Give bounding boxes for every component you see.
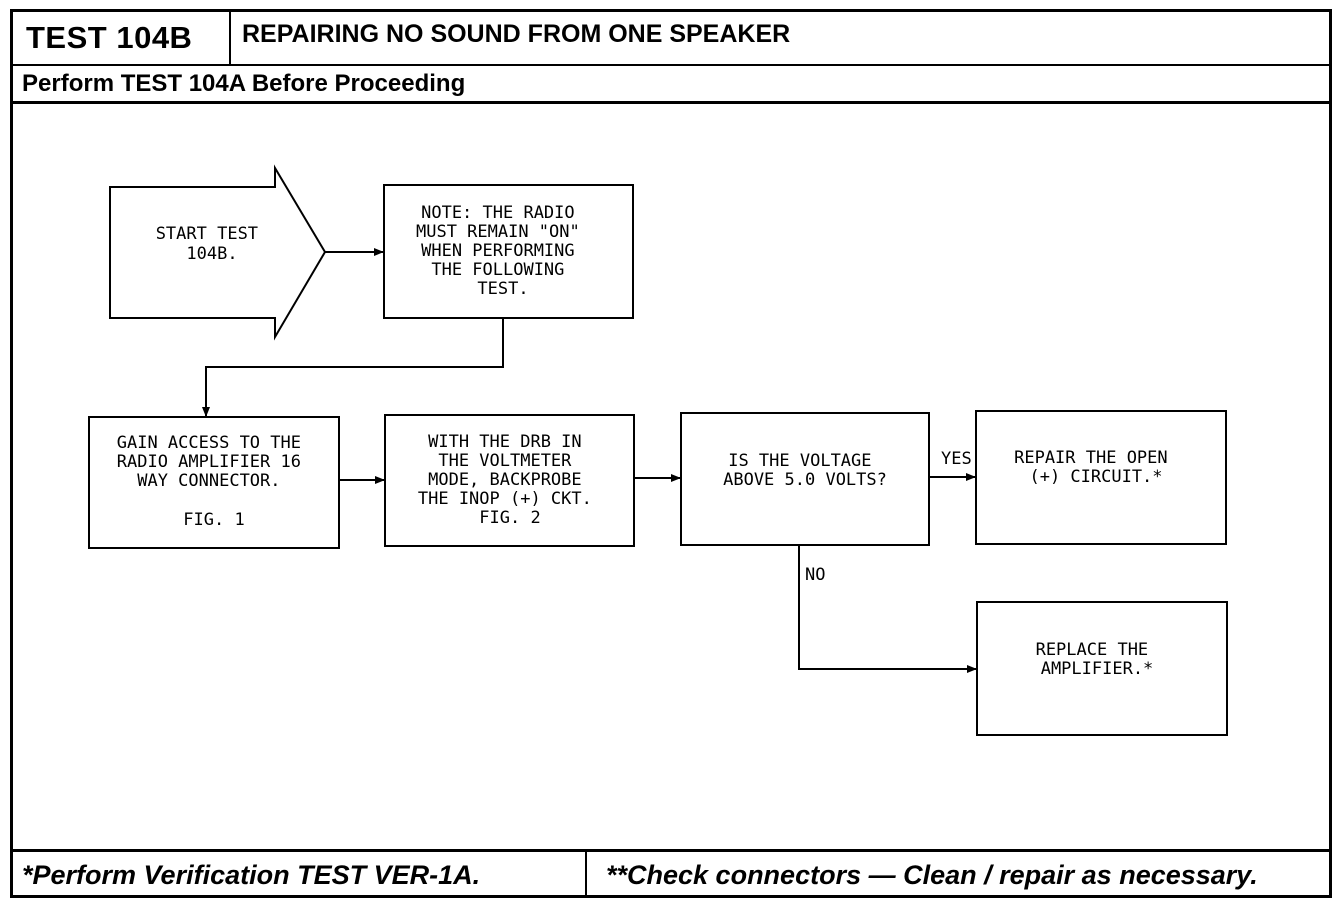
edge-label-yes: YES: [941, 449, 972, 469]
start-arrow-shape: [109, 164, 327, 341]
footer-divider-vertical: [585, 849, 587, 898]
repair-open-text: REPAIR THE OPEN (+) CIRCUIT.*: [1014, 448, 1178, 487]
edge-decision-no: [798, 545, 977, 673]
footer-divider: [10, 849, 1332, 852]
replace-amplifier-text: REPLACE THE AMPLIFIER.*: [1036, 640, 1159, 679]
footer-note-verification: *Perform Verification TEST VER-1A.: [22, 860, 481, 890]
page-title: REPAIRING NO SOUND FROM ONE SPEAKER: [242, 20, 791, 48]
decision-text: IS THE VOLTAGE ABOVE 5.0 VOLTS?: [723, 451, 887, 490]
test-id: TEST 104B: [26, 20, 193, 55]
page-subtitle: Perform TEST 104A Before Proceeding: [22, 70, 466, 97]
voltmeter-box: [384, 414, 635, 547]
gain-access-text: GAIN ACCESS TO THE RADIO AMPLIFIER 16 WA…: [117, 433, 311, 530]
edge-label-no: NO: [805, 565, 825, 585]
header-divider-vertical: [229, 9, 231, 66]
start-text: START TEST 104B.: [156, 224, 269, 264]
decision-box: [680, 412, 930, 546]
header-divider: [10, 64, 1332, 66]
gain-access-box: [88, 416, 340, 549]
note-text: NOTE: THE RADIO MUST REMAIN "ON" WHEN PE…: [416, 203, 590, 299]
footer-note-connectors: **Check connectors — Clean / repair as n…: [606, 860, 1258, 890]
note-box: [383, 184, 634, 319]
repair-open-box: [975, 410, 1227, 545]
replace-amplifier-box: [976, 601, 1228, 736]
subtitle-divider: [10, 101, 1332, 104]
voltmeter-text: WITH THE DRB IN THE VOLTMETER MODE, BACK…: [418, 432, 602, 528]
edge-note-to-gain-access: [202, 318, 504, 417]
